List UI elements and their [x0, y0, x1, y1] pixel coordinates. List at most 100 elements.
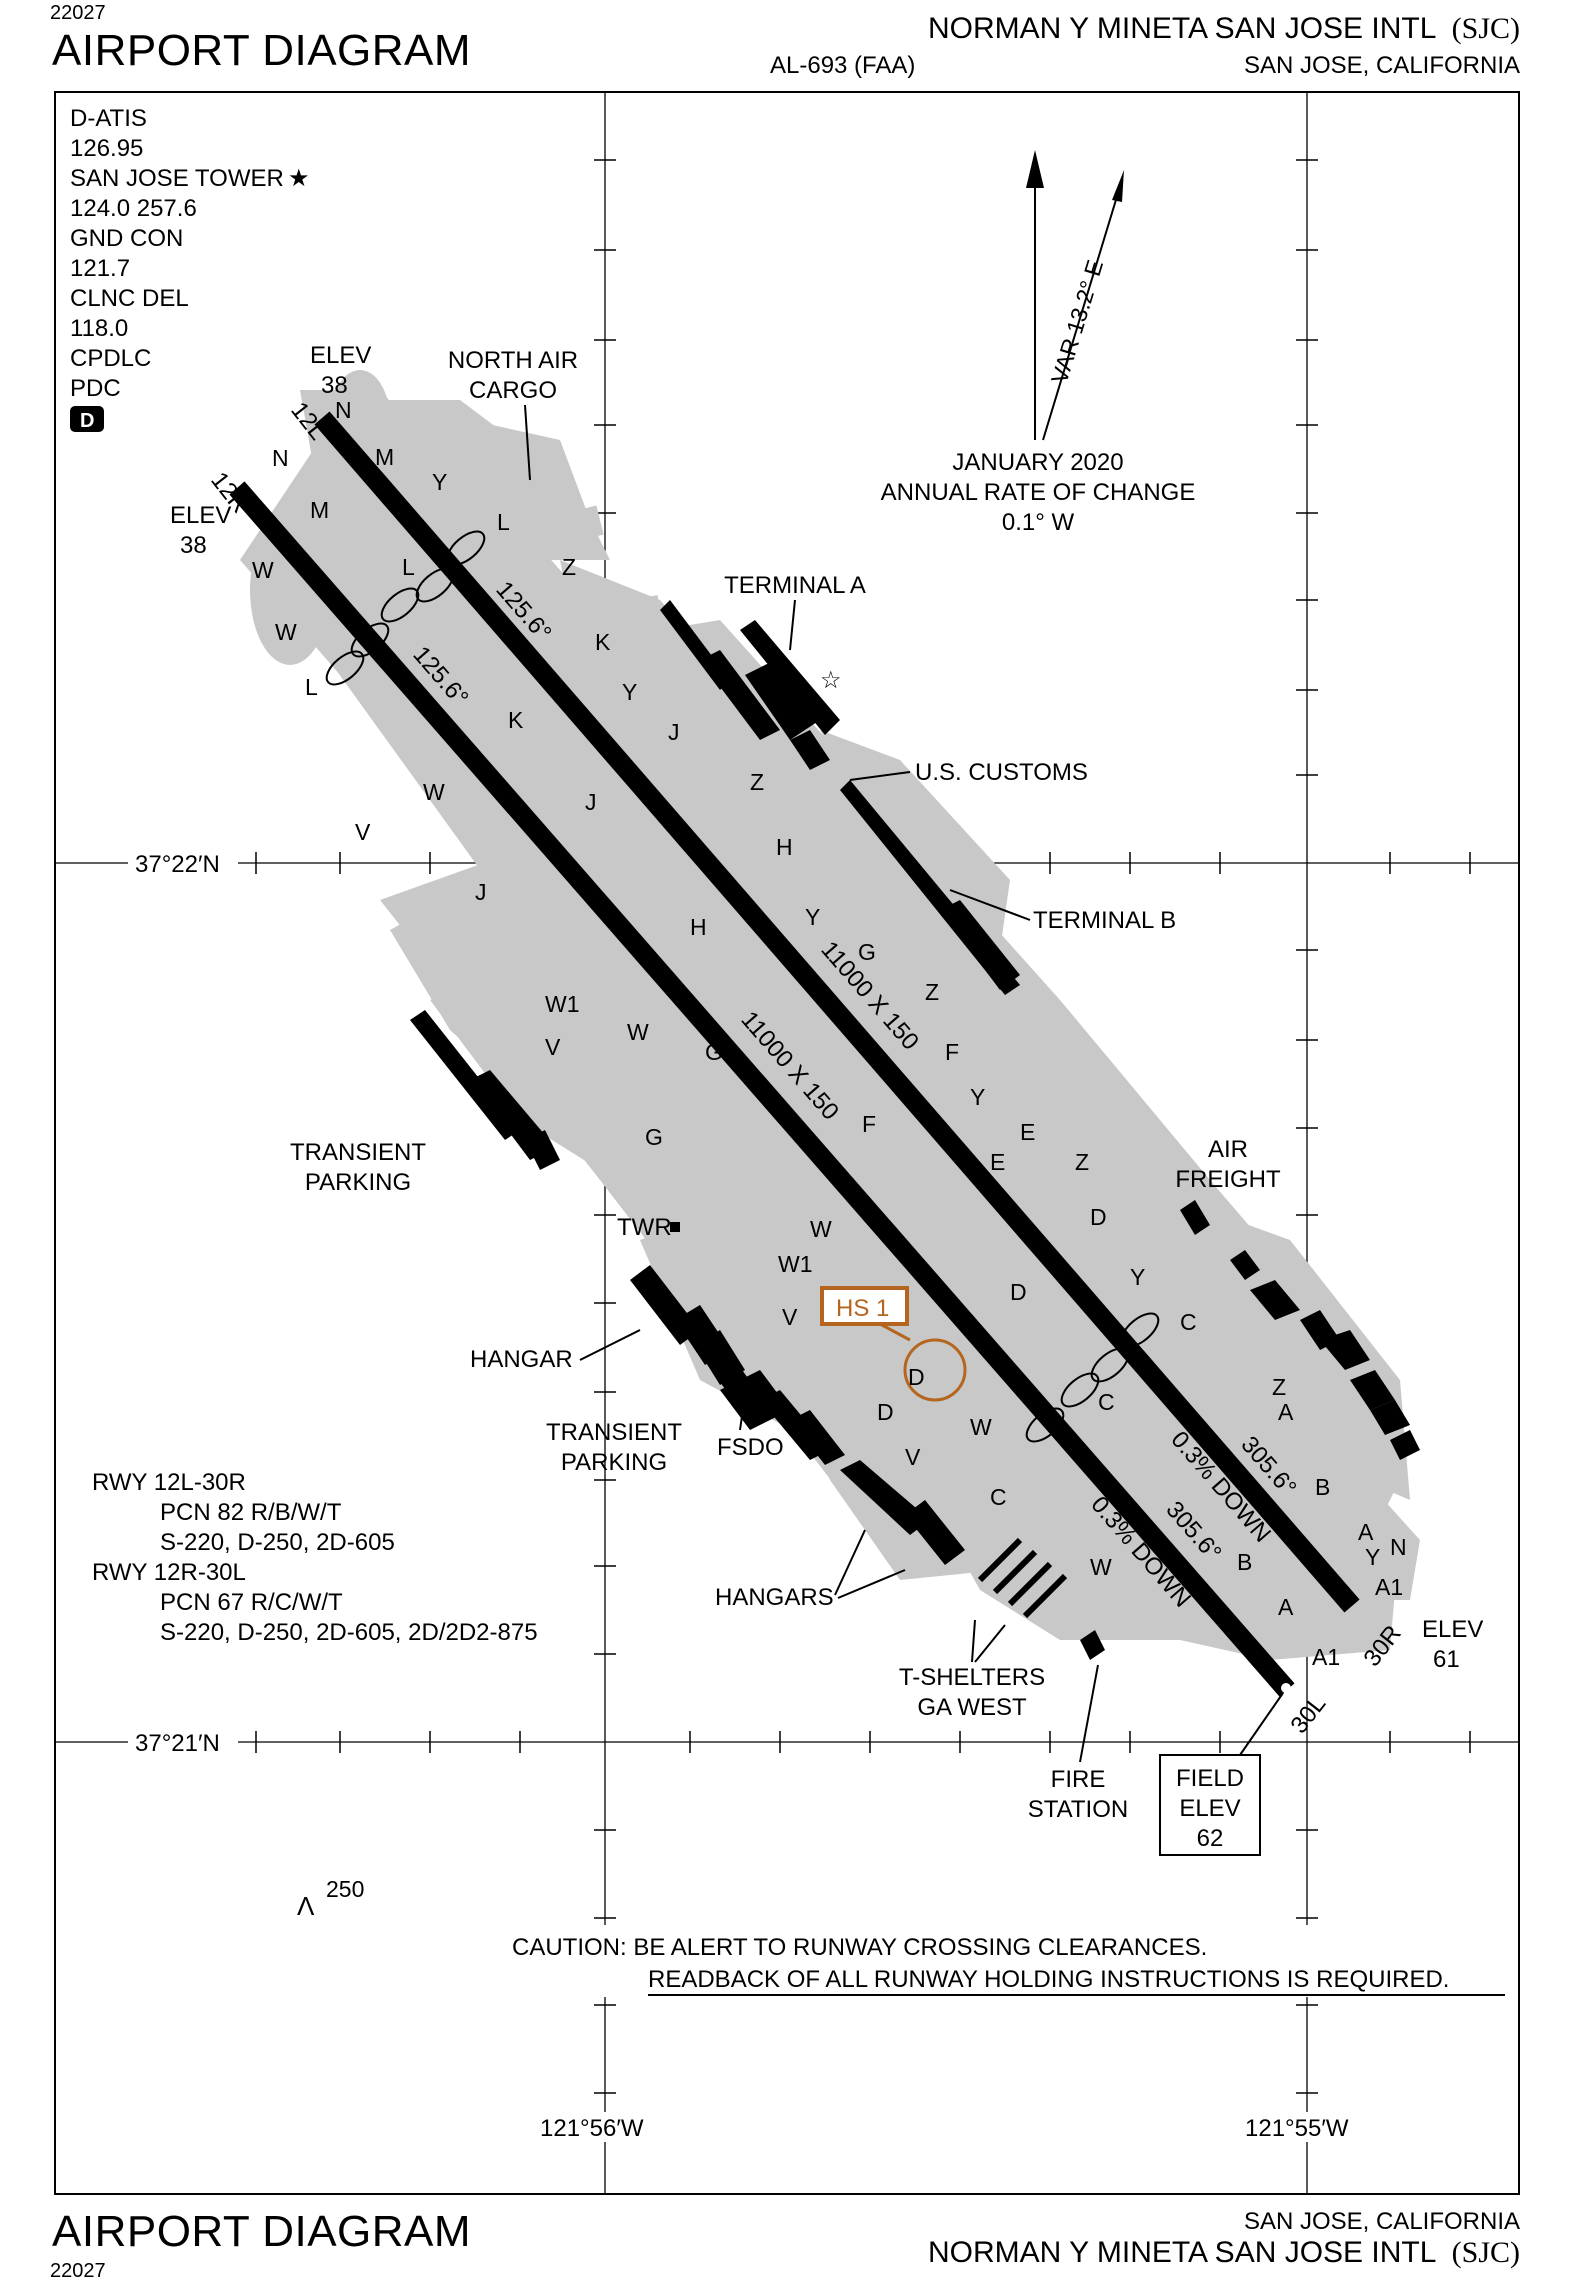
twy-j-3: J: [475, 879, 487, 905]
twy-l-3: L: [305, 674, 318, 700]
lon-label-west: 121°56′W: [540, 2115, 644, 2142]
twy-d-1: D: [1090, 1204, 1107, 1230]
header-title: AIRPORT DIAGRAM: [52, 26, 472, 75]
fire-station-building: [1080, 1630, 1105, 1660]
pcn-rwy-b: RWY 12R-30L: [92, 1559, 246, 1586]
twy-y-4: Y: [970, 1084, 985, 1110]
twy-w-3: W: [423, 779, 445, 805]
lon-label-east: 121°55′W: [1245, 2115, 1349, 2142]
freq-cpdlc: CPDLC: [70, 345, 151, 372]
obstacle-height: 250: [326, 1876, 364, 1902]
twy-k-1: K: [595, 629, 611, 655]
twy-k-2: K: [508, 707, 524, 733]
twy-e-2: E: [990, 1149, 1005, 1175]
footer-location: SAN JOSE, CALIFORNIA: [1243, 2208, 1520, 2235]
runway-end-marker: [1281, 1683, 1291, 1693]
transient-parking-west-label-2: PARKING: [305, 1169, 411, 1196]
caution-line-1: CAUTION: BE ALERT TO RUNWAY CROSSING CLE…: [512, 1934, 1207, 1961]
caution-line-2: READBACK OF ALL RUNWAY HOLDING INSTRUCTI…: [648, 1966, 1449, 1993]
pcn-rwy-a-pcn: PCN 82 R/B/W/T: [160, 1499, 342, 1526]
freq-tower: SAN JOSE TOWER: [70, 165, 284, 192]
elev-se-value: 61: [1433, 1646, 1460, 1673]
freq-pdc: PDC: [70, 375, 121, 402]
freq-clearance: CLNC DEL: [70, 285, 189, 312]
terminal-a-building: [740, 620, 840, 735]
tower-label: TWR: [617, 1214, 672, 1241]
hangars-label: HANGARS: [715, 1584, 834, 1611]
air-freight-label-1: AIR: [1208, 1136, 1248, 1163]
taxiway-letters: W W W W W W W W1 W1 V V V V Z Z Z Z Z Y …: [252, 397, 1407, 1670]
terminal-a-star-icon: ☆: [820, 667, 842, 694]
twy-y-1: Y: [432, 469, 447, 495]
runway-12r-30l: [229, 481, 1295, 1697]
elevation-labels: ELEV 38 ELEV 38 ELEV 61 FIELD ELEV 62: [170, 342, 1483, 1856]
runway-30l-label: 30L: [1285, 1691, 1331, 1739]
twy-h-2: H: [690, 914, 707, 940]
freq-clearance-value: 118.0: [70, 315, 128, 342]
terminal-a-label: TERMINAL A: [724, 572, 866, 599]
hotspot-circle: [903, 1338, 967, 1402]
compass-date: JANUARY 2020: [952, 449, 1123, 476]
elev-nw-upper-value: 38: [321, 372, 348, 399]
lat-label-south: 37°21′N: [135, 1730, 220, 1757]
field-elev-value: 62: [1197, 1825, 1224, 1852]
tshelters-label-2: GA WEST: [917, 1694, 1027, 1721]
fire-station-label-2: STATION: [1028, 1796, 1128, 1823]
pcn-rwy-b-weights: S-220, D-250, 2D-605, 2D/2D2-875: [160, 1619, 538, 1646]
twy-z-2: Z: [750, 769, 764, 795]
twy-j-2: J: [585, 789, 597, 815]
twy-v-3: V: [782, 1304, 798, 1330]
elev-nw-lower-value: 38: [180, 532, 207, 559]
twy-z-3: Z: [925, 979, 939, 1005]
chart-frame: [54, 91, 1520, 2195]
twy-w-4: W: [627, 1019, 649, 1045]
twy-n-2: N: [272, 445, 289, 471]
buildings: [410, 600, 1420, 1660]
t-shelters: [977, 1537, 1068, 1619]
compass-rate-label: ANNUAL RATE OF CHANGE: [881, 479, 1196, 506]
fire-station-label-1: FIRE: [1051, 1766, 1106, 1793]
compass: VAR 13.2° E JANUARY 2020 ANNUAL RATE OF …: [881, 150, 1196, 536]
freq-atis-value: 126.95: [70, 135, 143, 162]
freq-tower-value: 124.0 257.6: [70, 195, 197, 222]
d-badge-text: D: [80, 410, 94, 432]
header-al-number: AL-693 (FAA): [770, 52, 916, 79]
twy-w-5: W: [810, 1216, 832, 1242]
footer-title: AIRPORT DIAGRAM: [52, 2207, 472, 2256]
caution-note: CAUTION: BE ALERT TO RUNWAY CROSSING CLE…: [510, 1925, 1510, 1997]
transient-parking-hangars: [410, 1010, 520, 1140]
footer-chart-code: 22027: [50, 2260, 106, 2282]
twy-l-1: L: [497, 509, 510, 535]
transient-parking-west-label-1: TRANSIENT: [290, 1139, 426, 1166]
field-elev-box: [1159, 1754, 1261, 1856]
transient-parking-south-label-2: PARKING: [561, 1449, 667, 1476]
twy-b-1: B: [1315, 1474, 1330, 1500]
transient-parking-south-label-1: TRANSIENT: [546, 1419, 682, 1446]
header-airport-id: (SJC): [1451, 12, 1520, 45]
pcn-rwy-a-weights: S-220, D-250, 2D-605: [160, 1529, 395, 1556]
twy-d-3: D: [908, 1364, 925, 1390]
magnetic-north-arrow: [1112, 170, 1124, 202]
hotspot-box: [820, 1286, 909, 1326]
terminal-b-label: TERMINAL B: [1033, 907, 1176, 934]
runway-12l-30r: [314, 411, 1360, 1613]
twy-y-5: Y: [1130, 1264, 1145, 1290]
twy-z-1: Z: [562, 554, 576, 580]
holding-loops: [325, 530, 1160, 1443]
tshelters-label-1: T-SHELTERS: [899, 1664, 1045, 1691]
twy-d-2: D: [1010, 1279, 1027, 1305]
twy-g-1: G: [858, 939, 876, 965]
twy-w1-1: W1: [545, 991, 580, 1017]
twy-n-1: N: [1390, 1534, 1407, 1560]
twy-y-6: Y: [1365, 1544, 1380, 1570]
twy-w-6: W: [970, 1414, 992, 1440]
twy-n-3: N: [335, 397, 352, 423]
facility-labels: NORTH AIR CARGO TERMINAL A ☆ U.S. CUSTOM…: [290, 347, 1281, 1921]
pcn-block: RWY 12L-30R PCN 82 R/B/W/T S-220, D-250,…: [92, 1469, 538, 1646]
d-badge-icon: [70, 406, 104, 432]
twy-w-2: W: [275, 619, 297, 645]
twy-f-1: F: [945, 1039, 959, 1065]
freq-atis: D-ATIS: [70, 105, 147, 132]
elev-nw-lower-label: ELEV: [170, 502, 231, 529]
